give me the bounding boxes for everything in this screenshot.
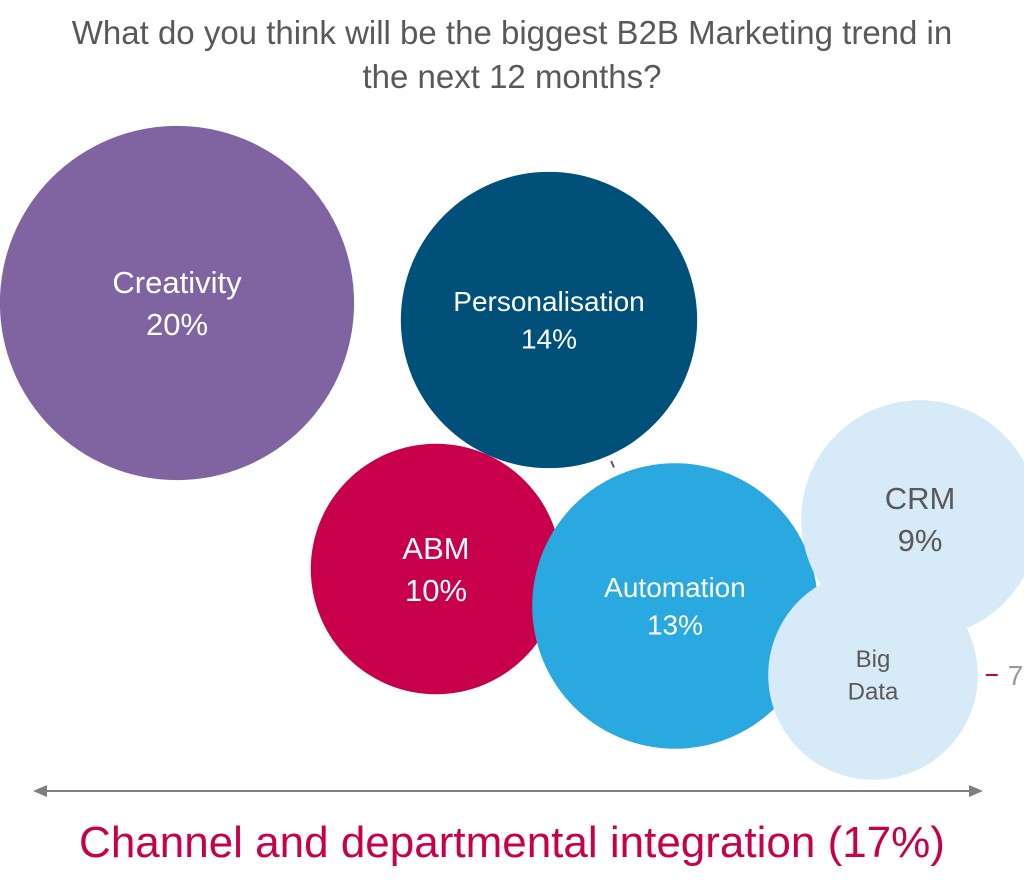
bubble-label: Big bbox=[856, 646, 891, 673]
axis-arrow bbox=[33, 785, 983, 797]
bubble-circle bbox=[532, 463, 818, 749]
bubble-circle bbox=[310, 443, 562, 695]
bubble-label: Automation bbox=[604, 572, 746, 603]
arrow-head-right-icon bbox=[969, 785, 983, 797]
value-callout: 7% bbox=[1008, 660, 1024, 691]
connector-line bbox=[610, 460, 616, 471]
bubble-label: 9% bbox=[898, 523, 943, 558]
bubble-label: 20% bbox=[146, 307, 208, 342]
bubble-circle bbox=[400, 171, 698, 469]
value-callouts: 7% bbox=[985, 660, 1024, 691]
bubble-label: Data bbox=[848, 679, 899, 706]
bubble-circle bbox=[0, 125, 355, 481]
arrow-head-left-icon bbox=[33, 785, 47, 797]
chart-title-line: the next 12 months? bbox=[362, 58, 661, 95]
footer-label: Channel and departmental integration (17… bbox=[79, 818, 945, 867]
bubble-creativity: Creativity 20% bbox=[0, 125, 355, 481]
bubbles: Creativity 20% Personalisation 14% ABM 10% Aut… bbox=[0, 125, 1024, 780]
bubble-label: 14% bbox=[521, 324, 577, 355]
bubble-label: ABM bbox=[402, 531, 469, 566]
bubble-label: 10% bbox=[405, 573, 467, 608]
bubble-label: CRM bbox=[885, 481, 956, 516]
chart-title: What do you think will be the biggest B2… bbox=[72, 14, 952, 95]
chart-title-line: What do you think will be the biggest B2… bbox=[72, 14, 952, 51]
bubble-circle bbox=[768, 570, 978, 780]
bubble-label: Personalisation bbox=[453, 286, 644, 317]
bubble-label: Creativity bbox=[112, 265, 242, 300]
bubble-personalisation: Personalisation 14% bbox=[400, 171, 698, 469]
bubble-label: 13% bbox=[647, 610, 703, 641]
bubble-abm: ABM 10% bbox=[310, 443, 562, 695]
bubble-automation: Automation 13% bbox=[532, 463, 818, 749]
